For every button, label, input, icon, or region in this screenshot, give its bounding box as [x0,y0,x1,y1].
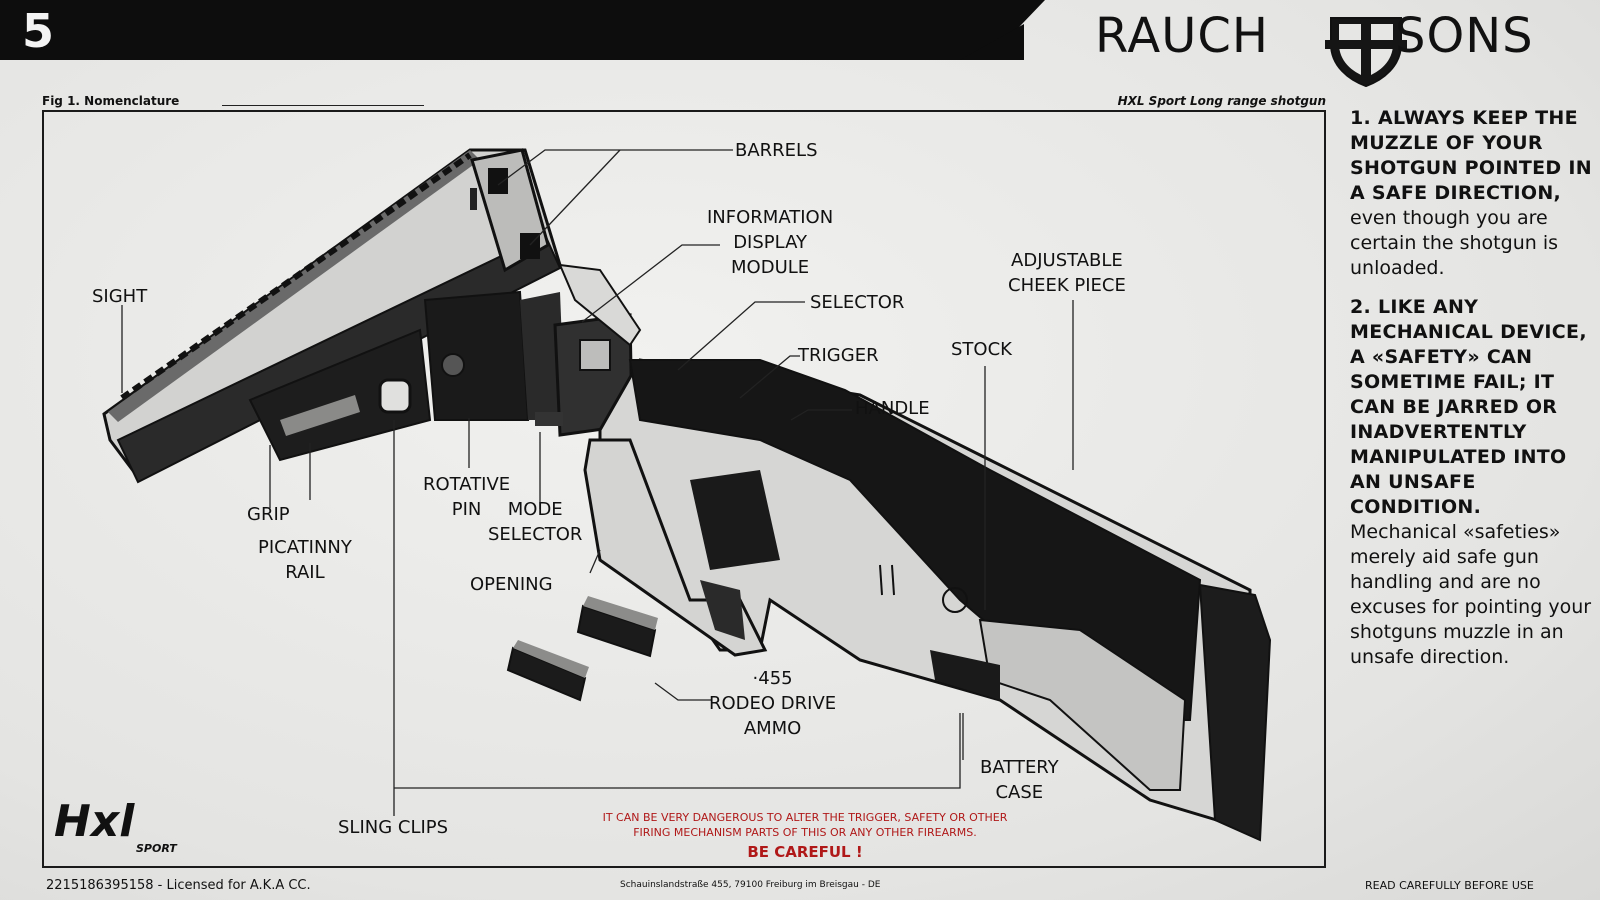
rule-2-heading: 2. Like any mechanical device, a «safety… [1350,296,1587,518]
warning-line-2: FIRING MECHANISM PARTS OF THIS OR ANY OT… [633,826,977,839]
callout-sling-clips: SLING CLIPS [338,817,449,838]
figure-label-underline [222,105,424,106]
ammo-cartridges [506,596,658,702]
callout-trigger: TRIGGER [798,345,879,366]
stock-body [598,358,1272,842]
callout-opening: OPENING [470,574,553,595]
warning-text: IT CAN BE VERY DANGEROUS TO ALTER THE TR… [560,810,1050,840]
figure-label: Fig 1. Nomenclature [42,94,180,108]
callout-information-display-module: INFORMATION DISPLAY MODULE [707,207,834,278]
callout-grip: GRIP [247,504,290,525]
callout-adjustable-cheek-piece: ADJUSTABLE CHEEK PIECE [1008,250,1126,296]
rule-2-text: Mechanical «safeties» merely aid safe gu… [1350,521,1592,668]
diagram-frame [42,110,1326,868]
license-text: 2215186395158 - Licensed for A.K.A CC. [46,878,311,893]
shield-cross-logo-icon [1325,17,1407,88]
brand-name-left: RAUCH [1095,8,1269,64]
address-text: Schauinslandstraße 455, 79100 Freiburg i… [620,880,881,890]
callout-rotative-pin: ROTATIVE PIN [423,474,511,520]
safety-rule-1: 1. Always keep the muzzle of your shotgu… [1350,106,1595,281]
barrels [102,148,562,484]
callout-mode-selector: MODE SELECTOR [488,499,583,545]
brand-name-right: SONS [1395,8,1534,64]
read-notice: READ CAREFULLY BEFORE USE [1365,879,1534,892]
rule-1-heading: 1. Always keep the muzzle of your shotgu… [1350,107,1592,204]
callout-barrels: BARRELS [735,140,818,161]
rule-1-text: even though you are certain the shotgun … [1350,207,1558,279]
callout-sight: SIGHT [92,286,148,307]
hxl-logo-main: Hxl [54,796,135,847]
warning-emphasis: BE CAREFUL ! [747,843,863,861]
hxl-sport-logo: Hxl SPORT [54,796,178,855]
callout-stock: STOCK [951,339,1012,360]
page-number: 5 [22,4,56,58]
hxl-logo-sub: SPORT [136,842,178,855]
callout-battery-case: BATTERY CASE [980,757,1059,803]
header-wedge [960,24,1024,60]
callout-picatinny-rail: PICATINNY RAIL [258,537,352,583]
header-bar [0,0,1045,60]
warning-line-1: IT CAN BE VERY DANGEROUS TO ALTER THE TR… [602,811,1008,824]
safety-rule-2: 2. Like any mechanical device, a «safety… [1350,295,1595,670]
callout-ammo: ·455 RODEO DRIVE AMMO [709,668,837,739]
callout-selector: SELECTOR [810,292,905,313]
product-name: HXL Sport Long range shotgun [1117,94,1326,108]
safety-rules: 1. Always keep the muzzle of your shotgu… [1350,106,1595,684]
grip-frame [535,412,780,657]
callout-handle: HANDLE [855,398,930,419]
leader-lines [121,149,1074,816]
